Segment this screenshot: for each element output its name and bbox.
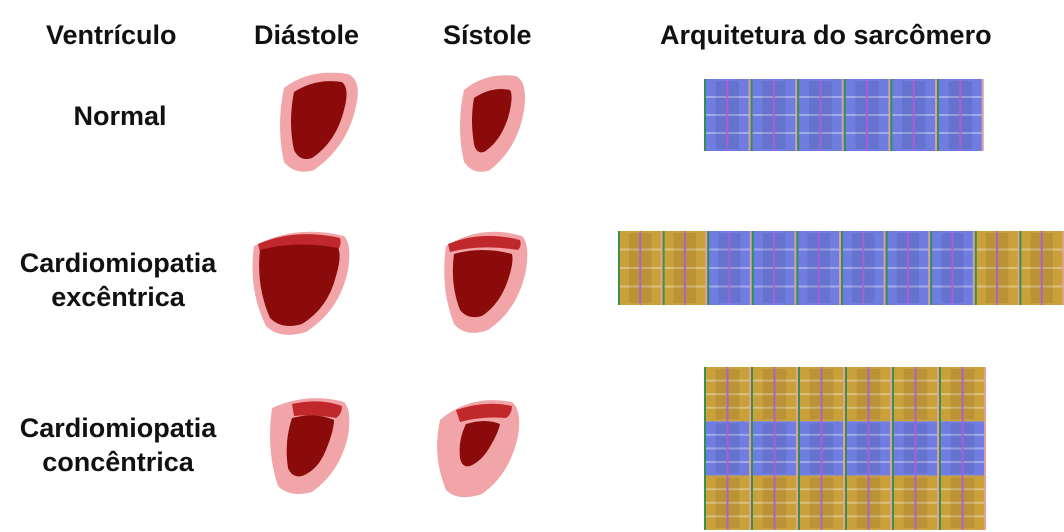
sarcomere-normal [704,79,984,151]
header-sarcomere-architecture: Arquitetura do sarcômero [660,20,992,51]
row-label-normal: Normal [40,99,200,133]
heart-concentric-diastole [262,394,354,498]
row-label-eccentric-line1: Cardiomiopatia [6,246,230,280]
row-label-concentric: Cardiomiopatia concêntrica [6,411,230,479]
heart-normal-systole [452,68,532,176]
heart-eccentric-systole [438,226,530,336]
row-label-normal-line1: Normal [40,99,200,133]
row-label-eccentric: Cardiomiopatia excêntrica [6,246,230,314]
header-diastole: Diástole [254,20,359,51]
sarcomere-concentric [704,367,986,530]
row-label-eccentric-line2: excêntrica [6,280,230,314]
sarcomere-eccentric [618,231,1064,305]
heart-eccentric-diastole [246,226,354,338]
heart-normal-diastole [270,66,366,176]
header-ventricle: Ventrículo [46,20,177,51]
heart-concentric-systole [430,396,524,500]
header-systole: Sístole [443,20,532,51]
row-label-concentric-line1: Cardiomiopatia [6,411,230,445]
row-label-concentric-line2: concêntrica [6,445,230,479]
